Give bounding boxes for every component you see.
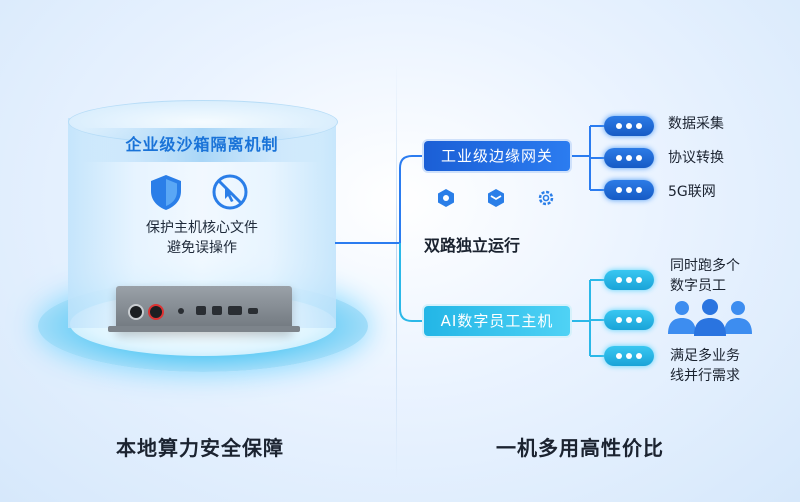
device-usb-port — [196, 306, 206, 315]
box-icon — [488, 189, 504, 207]
ai-feature-pill — [604, 310, 654, 330]
protect-text: 保护主机核心文件 避免误操作 — [112, 218, 292, 258]
device-port-red — [148, 304, 164, 320]
device-hdmi-port — [228, 306, 242, 315]
device-usb-port — [212, 306, 222, 315]
ai-feature-pill — [604, 270, 654, 290]
feature-parallel-line2: 线并行需求 — [670, 368, 740, 384]
device-port — [248, 308, 258, 314]
center-divider — [396, 60, 397, 480]
device-port-white — [128, 304, 144, 320]
feature-parallel-line1: 满足多业务 — [670, 348, 740, 364]
protect-line-1: 保护主机核心文件 — [146, 220, 258, 236]
protect-line-2: 避免误操作 — [167, 240, 237, 256]
feature-multi-worker-line1: 同时跑多个 — [670, 258, 740, 274]
ai-host-node: AI数字员工主机 — [424, 306, 570, 336]
ai-feature-pill — [604, 346, 654, 366]
no-click-icon — [212, 174, 248, 210]
gateway-feature-pill — [604, 148, 654, 168]
hexagon-icon — [438, 189, 454, 207]
feature-parallel: 满足多业务 线并行需求 — [670, 346, 740, 386]
gateway-feature-pill — [604, 180, 654, 200]
gateway-node: 工业级边缘网关 — [424, 141, 570, 171]
device-led — [178, 308, 184, 314]
feature-5g-network: 5G联网 — [668, 184, 716, 200]
shield-icon — [151, 175, 181, 210]
right-caption: 一机多用高性价比 — [496, 436, 664, 460]
dual-run-label: 双路独立运行 — [424, 236, 521, 255]
left-caption: 本地算力安全保障 — [116, 436, 284, 460]
feature-multi-worker-line2: 数字员工 — [670, 278, 726, 294]
feature-protocol-convert: 协议转换 — [668, 150, 724, 166]
feature-data-collect: 数据采集 — [668, 116, 724, 132]
edge-device — [108, 286, 300, 332]
gateway-feature-pill — [604, 116, 654, 136]
sandbox-title: 企业级沙箱隔离机制 — [82, 128, 322, 162]
gear-icon — [538, 190, 554, 206]
people-icon — [668, 299, 752, 336]
feature-multi-worker: 同时跑多个 数字员工 — [670, 256, 740, 296]
